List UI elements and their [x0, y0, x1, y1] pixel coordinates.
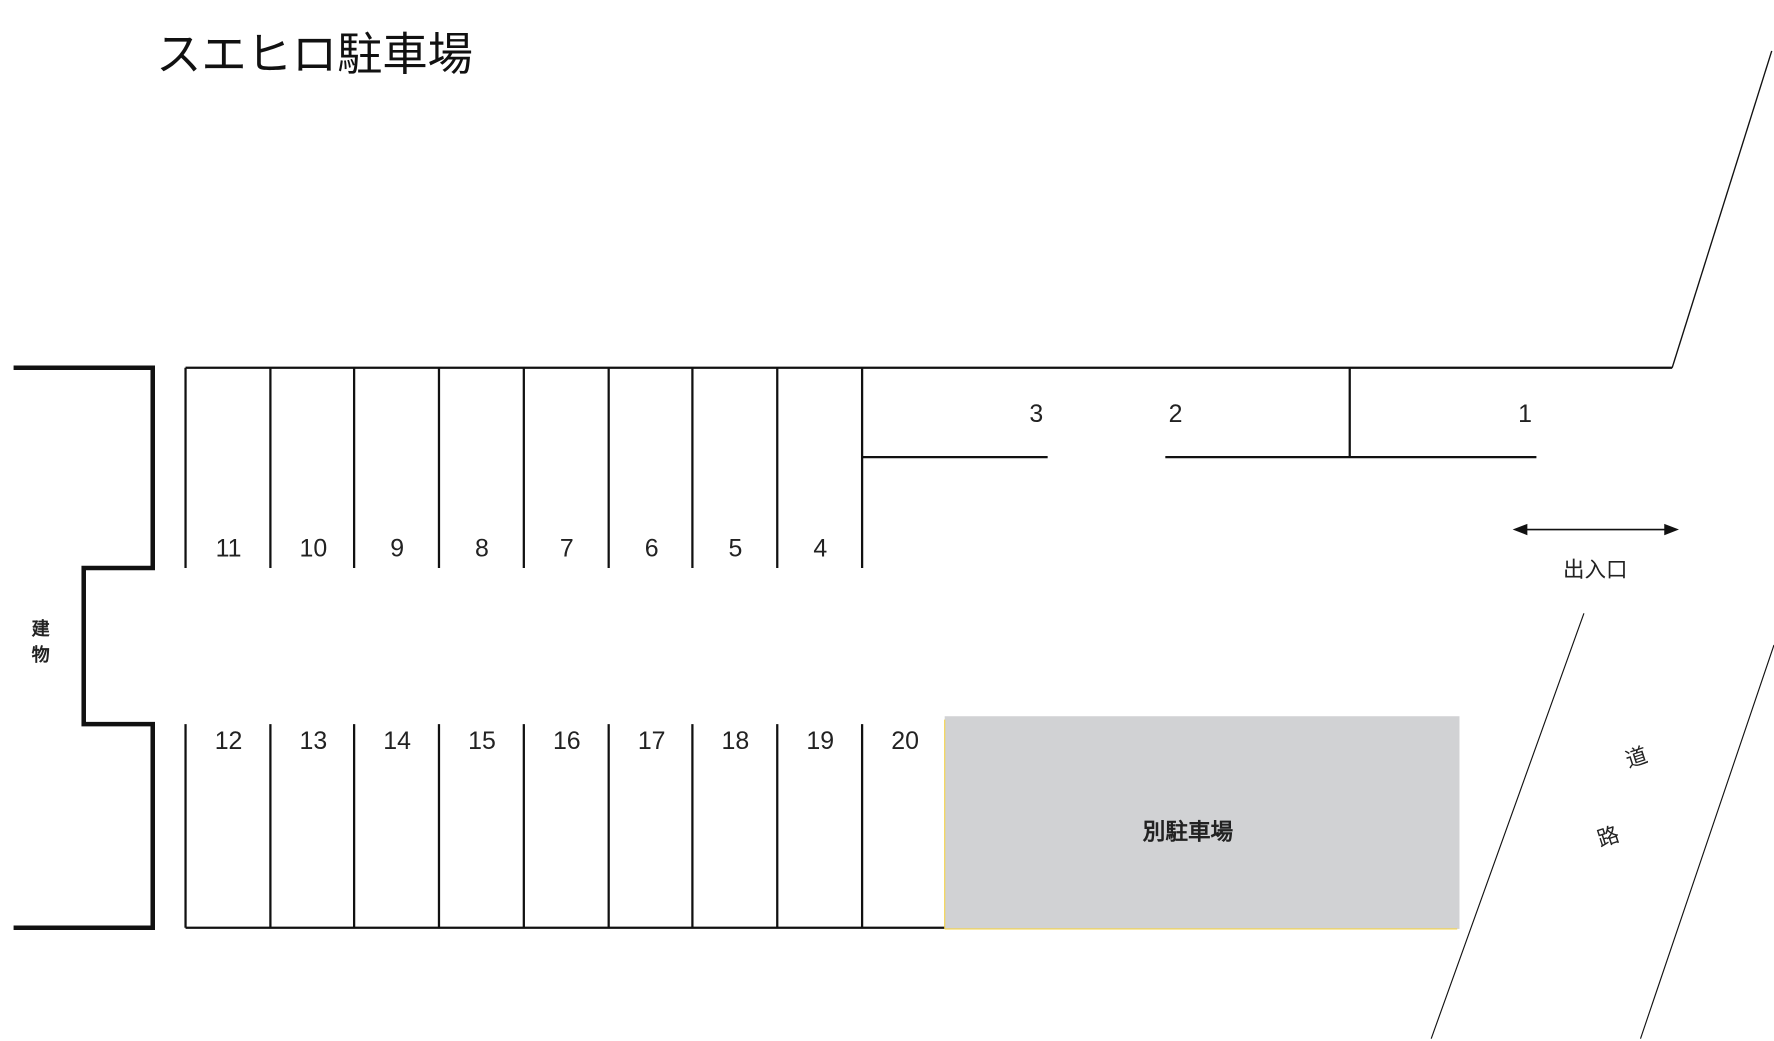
space-13[interactable]: 13: [300, 727, 328, 755]
road-label-1: 道: [1623, 743, 1651, 773]
road: 道 路: [1430, 613, 1774, 1039]
other-parking-lot: 別駐車場: [944, 716, 1460, 930]
space-9[interactable]: 9: [390, 535, 404, 563]
space-5[interactable]: 5: [728, 535, 742, 563]
space-14[interactable]: 14: [383, 727, 411, 755]
bottom-row-dividers: [184, 724, 946, 929]
other-lot-label: 別駐車場: [1143, 819, 1234, 846]
space-12[interactable]: 12: [215, 727, 243, 755]
space-6[interactable]: 6: [645, 535, 659, 563]
road-label-2: 路: [1594, 822, 1622, 852]
space-4[interactable]: 4: [813, 535, 827, 563]
road-edge-left: [1430, 613, 1585, 1039]
bottom-row-spaces: 12 13 14 15 16 17 18 19 20: [215, 727, 919, 755]
space-16[interactable]: 16: [553, 727, 581, 755]
building-label-1: 建: [32, 618, 51, 640]
space-20[interactable]: 20: [891, 727, 919, 755]
road-edge-right: [1639, 644, 1774, 1039]
right-row-dividers: [862, 367, 1537, 459]
space-18[interactable]: 18: [722, 727, 750, 755]
building-label-2: 物: [32, 644, 50, 666]
top-row-dividers: [184, 367, 864, 569]
space-17[interactable]: 17: [638, 727, 666, 755]
space-15[interactable]: 15: [468, 727, 496, 755]
top-row-spaces: 11 10 9 8 7 6 5 4: [216, 535, 828, 563]
road-edge-upper: [1671, 50, 1773, 368]
space-8[interactable]: 8: [475, 535, 489, 563]
entrance-label: 出入口: [1563, 558, 1627, 583]
space-10[interactable]: 10: [300, 535, 328, 563]
right-row-spaces: 3 2 1: [1029, 400, 1532, 428]
building-outline: [13, 365, 155, 931]
space-1[interactable]: 1: [1518, 400, 1532, 428]
page-title: スエヒロ駐車場: [156, 28, 473, 81]
space-19[interactable]: 19: [806, 727, 834, 755]
space-11[interactable]: 11: [216, 535, 242, 563]
entrance-arrow-icon: [1512, 523, 1679, 536]
space-7[interactable]: 7: [560, 535, 574, 563]
space-3[interactable]: 3: [1029, 400, 1043, 428]
space-2[interactable]: 2: [1169, 400, 1183, 428]
